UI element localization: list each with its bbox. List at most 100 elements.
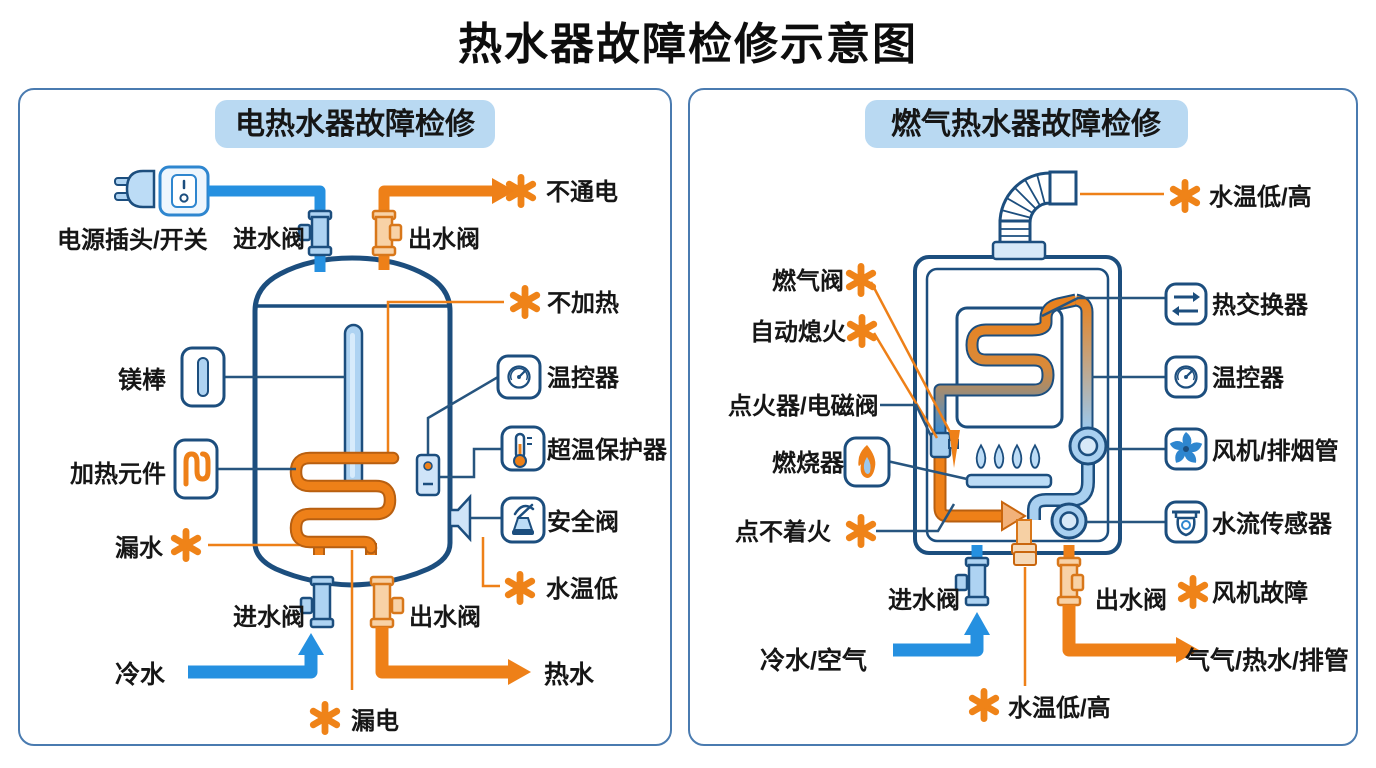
label-heat-exchanger: 热交换器 [1212, 291, 1309, 319]
label-safety-valve: 安全阀 [547, 508, 619, 536]
thermostat-icon [1164, 355, 1207, 398]
overheat-protector-icon [500, 425, 545, 471]
flow-sensor-component [1050, 502, 1087, 539]
cold-water-arrow [187, 653, 317, 678]
fault-asterisk-icon [849, 517, 872, 544]
label-inlet-valve-top: 进水阀 [233, 226, 305, 253]
label-fault-no-fire: 点不着火 [735, 518, 831, 546]
label-fault-leak-water: 漏水 [115, 535, 164, 562]
gas-heater-diagram: 燃气热水器故障检修 [728, 99, 1349, 722]
label-cold-water: 冷水 [115, 660, 166, 689]
burner-icon [843, 436, 890, 487]
electric-heater-panel: 电热水器故障检修 [18, 88, 672, 746]
cold-water-arrowhead [297, 632, 324, 655]
hot-out-arrow [1062, 604, 1176, 656]
label-fault-low-temp: 水温低 [546, 576, 618, 603]
flue-pipe-icon [991, 170, 1077, 260]
fault-asterisk-icon [508, 574, 531, 601]
right-panel-title: 燃气热水器故障检修 [891, 107, 1162, 141]
label-auto-off: 自动熄火 [750, 318, 846, 346]
label-fault-temp-top: 水温低/高 [1209, 183, 1312, 211]
fault-asterisk-icon [1181, 578, 1204, 605]
label-mg-rod: 镁棒 [118, 366, 167, 394]
heating-element-icon [173, 438, 218, 499]
label-fault-fan: 风机故障 [1212, 579, 1308, 607]
label-igniter-solenoid: 点火器/电磁阀 [728, 392, 879, 420]
fault-asterisk-icon [850, 317, 873, 344]
inlet-valve-top-icon [297, 209, 332, 256]
burner-callout-line [886, 459, 967, 480]
heating-coil [289, 451, 399, 555]
water-pipe [1026, 461, 1095, 520]
label-inlet-valve-bottom: 进水阀 [233, 604, 305, 631]
thermostat-probe [415, 453, 440, 496]
mg-rod-icon [180, 346, 225, 407]
fault-asterisk-icon [972, 691, 995, 718]
igniter-callout-line [879, 403, 932, 437]
auto-off-callout-line [872, 331, 938, 439]
safety-valve-icon [500, 496, 545, 543]
right-panel-header-pill [864, 99, 1188, 148]
left-panel-title: 电热水器故障检修 [235, 107, 476, 141]
fan-icon [1164, 427, 1207, 470]
exchanger-callout-line [1040, 296, 1168, 317]
label-overheat-protector: 超温保护器 [547, 437, 668, 464]
gas-flow-arrowhead [1000, 499, 1027, 532]
left-panel-header-pill [214, 99, 495, 148]
heat-exchanger-box [955, 306, 1063, 428]
label-outlet-valve: 出水阀 [1095, 587, 1167, 614]
outlet-valve-bottom-icon [369, 575, 404, 628]
label-flow-sensor: 水流传感器 [1212, 510, 1333, 538]
electric-heater-diagram: 电热水器故障检修 [57, 99, 668, 735]
label-thermostat: 温控器 [547, 364, 620, 392]
igniter-flame-icon [948, 429, 960, 468]
page-title: 热水器故障检修示意图 [458, 20, 918, 69]
outlet-valve-top-icon [371, 209, 402, 256]
label-fault-leak-electric: 漏电 [351, 708, 399, 735]
thermostat-callout-line [426, 375, 499, 455]
gas-heater-panel: 燃气热水器故障检修 [688, 88, 1358, 746]
hot-water-arrowhead [507, 658, 531, 685]
overheat-callout-line [438, 447, 502, 478]
safety-valve-nozzle [448, 493, 471, 542]
inlet-valve-icon [954, 556, 989, 606]
cold-air-arrowhead [963, 611, 990, 635]
fan-component [1068, 426, 1107, 465]
label-fan-flue: 风机/排烟管 [1212, 437, 1339, 465]
label-thermostat: 温控器 [1212, 364, 1285, 392]
inlet-valve-bottom-icon [299, 575, 334, 628]
thermostat-icon [496, 354, 541, 399]
cold-air-arrow [892, 633, 983, 656]
fault-asterisk-icon [513, 288, 536, 315]
label-fault-no-heat: 不加热 [547, 290, 619, 317]
no-fire-callout-line [875, 502, 955, 532]
hot-out-arrowhead [1175, 636, 1199, 663]
magnesium-rod-highlight [349, 332, 355, 478]
inlet-pipe-top [207, 185, 325, 213]
no-heat-callout-line [386, 300, 504, 454]
heat-exchanger-icon [1164, 282, 1207, 325]
label-inlet-valve: 进水阀 [888, 587, 960, 614]
label-fault-no-power: 不通电 [546, 179, 618, 206]
label-power-plug: 电源插头/开关 [57, 227, 208, 254]
label-outlet-valve-top: 出水阀 [408, 226, 480, 253]
fault-asterisk-icon [313, 704, 336, 731]
label-out-flow: 气气/热水/排管 [1184, 646, 1349, 675]
fault-asterisk-icon [849, 266, 872, 293]
label-outlet-valve-bottom: 出水阀 [409, 604, 481, 631]
low-temp-callout-line [481, 536, 500, 587]
outlet-valve-icon [1056, 556, 1084, 606]
fault-asterisk-icon [174, 531, 197, 558]
label-hot-water: 热水 [544, 661, 595, 689]
fault-asterisk-icon [1173, 182, 1196, 209]
label-fault-temp-bottom: 水温低/高 [1008, 694, 1111, 722]
no-power-arrowhead [491, 177, 515, 204]
label-gas-valve: 燃气阀 [772, 267, 844, 295]
heat-exchanger-coil [933, 293, 1093, 435]
power-plug-icon [113, 165, 209, 216]
hot-water-arrow [375, 626, 508, 678]
label-cold-air: 冷水/空气 [760, 646, 867, 675]
flow-sensor-icon [1164, 500, 1207, 543]
middle-outlet-stub [1012, 550, 1037, 566]
burner-flames-icon [965, 443, 1052, 488]
